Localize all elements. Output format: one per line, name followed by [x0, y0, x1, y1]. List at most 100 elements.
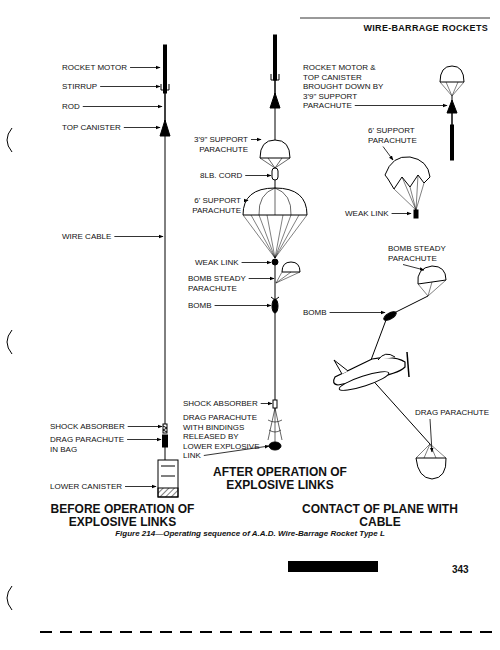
part-label: BOMB: [303, 308, 327, 318]
wire-cable: [392, 296, 428, 314]
part-label: ROCKET MOTOR: [62, 63, 127, 73]
leader-line: [125, 486, 156, 487]
shock-absorber: [163, 424, 167, 433]
part-label: 6' SUPPORT PARACHUTE: [183, 196, 241, 215]
rocket-motor: [164, 45, 167, 93]
shock-absorber: [273, 400, 277, 408]
wire-cable: [275, 108, 276, 140]
leader-line: [215, 305, 271, 306]
leader-line: [100, 86, 160, 87]
shock-absorber: [163, 426, 167, 432]
small-support-parachute: [260, 140, 290, 158]
part-label: BOMB: [188, 301, 212, 311]
shroud-lines: [418, 280, 446, 296]
part-label: BOMB STEADY PARACHUTE: [388, 244, 452, 263]
page-number: 343: [452, 564, 469, 575]
shroud-lines: [416, 444, 446, 458]
leader-line: [355, 105, 447, 106]
shroud-lines: [260, 158, 290, 168]
panel-heading: AFTER OPERATION OF EXPLOSIVE LINKS: [195, 466, 365, 492]
part-label: WEAK LINK: [195, 258, 239, 268]
bomb-steady-parachute: [282, 262, 300, 272]
shroud-lines: [394, 175, 424, 210]
bomb-fins: [271, 297, 279, 300]
rod: [451, 113, 453, 125]
top-canister: [270, 93, 280, 108]
part-label: DRAG PARACHUTE: [415, 408, 489, 418]
page-edge-dashes: [40, 631, 500, 633]
leader-line: [244, 200, 248, 201]
wire-cable: [165, 136, 166, 424]
plane-tail: [334, 360, 348, 374]
punch-mark: [7, 128, 12, 152]
leader-line: [127, 439, 161, 440]
drag-parachute-bag: [163, 435, 168, 447]
leader-line: [130, 67, 160, 68]
punch-mark: [7, 586, 12, 610]
collapsed-support-parachute: [385, 157, 430, 189]
bindings: [268, 420, 282, 432]
rod: [164, 93, 166, 122]
stirrup: [271, 74, 279, 80]
leader-line: [245, 175, 271, 176]
canopy-gores: [259, 188, 291, 215]
part-label: DRAG PARACHUTE WITH BINDINGS RELEASED BY…: [183, 413, 265, 461]
top-canister: [447, 100, 457, 113]
part-label: 3'9" SUPPORT PARACHUTE: [180, 135, 248, 154]
leader-line: [430, 419, 432, 452]
shroud-lines: [276, 272, 300, 283]
part-label: WIRE CABLE: [62, 232, 111, 242]
cord-line: [275, 180, 276, 188]
leader-line: [403, 265, 424, 271]
leader-line: [114, 236, 163, 237]
redaction-bar: [288, 561, 378, 572]
part-label: LOWER CANISTER: [50, 482, 122, 492]
rocket-motor: [274, 35, 277, 80]
figure-caption: Figure 214—Operating sequence of A.A.D. …: [20, 529, 480, 538]
punch-mark: [7, 330, 12, 354]
part-label: 8LB. CORD: [200, 171, 242, 181]
lower-canister-detail: [161, 466, 175, 467]
lower-canister-detail: [161, 476, 175, 477]
leader-line: [249, 278, 274, 279]
part-label: STIRRUP: [62, 82, 97, 92]
bomb: [382, 310, 397, 322]
leader-line: [261, 403, 272, 404]
plane-canopy: [378, 354, 395, 360]
part-label: BOMB STEADY PARACHUTE: [188, 274, 252, 293]
leader-line: [242, 262, 271, 263]
plane-wing: [338, 368, 391, 394]
part-label: TOP CANISTER: [62, 123, 121, 133]
top-canister: [160, 120, 170, 136]
weak-link: [272, 259, 278, 265]
small-support-parachute: [440, 66, 464, 82]
leader-line: [251, 139, 261, 140]
panel-heading: CONTACT OF PLANE WITH CABLE: [280, 503, 480, 529]
leader-line: [128, 426, 162, 427]
part-label: 6' SUPPORT PARACHUTE: [368, 126, 428, 145]
leader-line: [124, 127, 160, 128]
weak-link: [414, 210, 418, 218]
lower-canister: [158, 460, 178, 497]
shroud-lines: [243, 215, 307, 258]
part-label: WEAK LINK: [345, 209, 389, 219]
plane-propeller: [407, 352, 409, 377]
part-label: SHOCK ABSORBER: [50, 422, 125, 432]
lower-canister-base: [158, 488, 178, 497]
leader-line: [392, 213, 411, 214]
drag-parachute: [269, 442, 281, 450]
cord: [272, 168, 278, 180]
rocket-motor: [451, 125, 454, 160]
part-label: SHOCK ABSORBER: [183, 399, 258, 409]
leader-line: [383, 147, 393, 161]
shroud-lines: [440, 82, 464, 96]
drag-parachute-lines: [268, 408, 282, 444]
stirrup: [161, 84, 169, 90]
wire-cable: [165, 447, 166, 460]
leader-line: [83, 106, 162, 107]
bomb: [272, 299, 278, 313]
